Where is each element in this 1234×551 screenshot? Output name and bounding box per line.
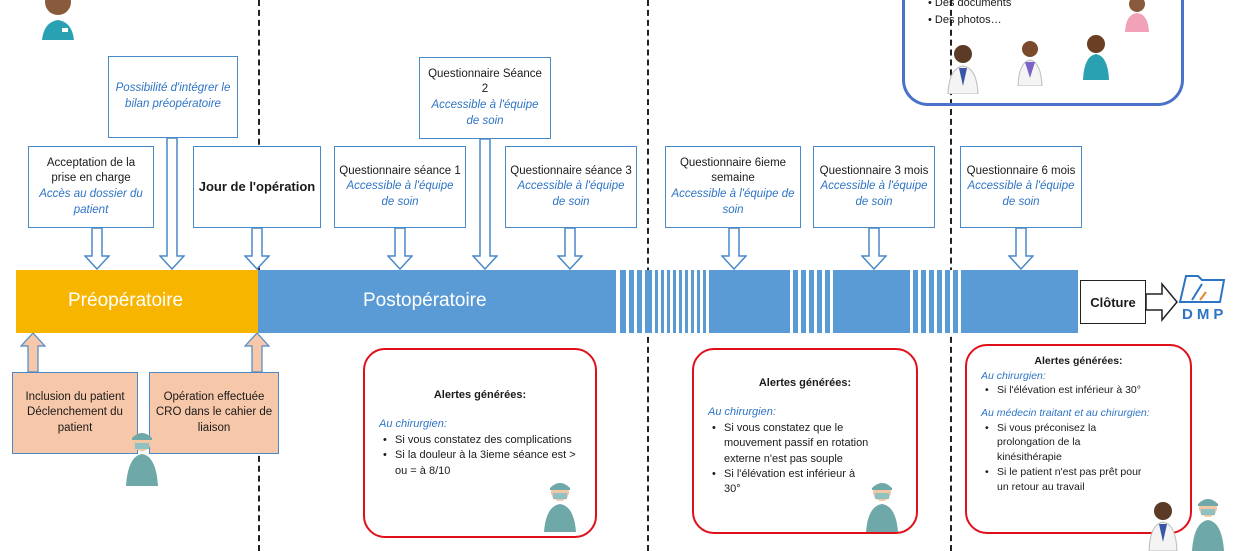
down-arrow-icon <box>721 228 747 270</box>
document-sharing-panel <box>902 0 1184 106</box>
milestone-box-month-6: Questionnaire 6 mois Accessible à l'équi… <box>960 146 1082 228</box>
surgeon-icon <box>544 483 576 532</box>
cloture-box: Clôture <box>1080 280 1146 324</box>
alerts-recipient: Au chirurgien: <box>981 369 1046 382</box>
up-arrow-icon <box>244 333 270 373</box>
milestone-box-week-6: Questionnaire 6ieme semaine Accessible à… <box>665 146 801 228</box>
surgeon-icon <box>866 483 898 532</box>
alerts-recipient: Au chirurgien: <box>708 406 776 419</box>
alert-item: Si vous préconisez la prolongation de la… <box>985 421 1142 465</box>
alert-item: Si vous constatez que le mouvement passi… <box>712 421 872 467</box>
milestone-box-acceptance: Acceptation de la prise en charge Accès … <box>28 146 154 228</box>
down-arrow-icon <box>1008 228 1034 270</box>
alerts-panel-week6: Alertes générées: Au chirurgien: Si vous… <box>692 348 918 534</box>
alert-item: Si vous constatez des complications <box>383 433 581 449</box>
dmp-label: DMP <box>1182 306 1228 323</box>
alerts-panel-month6: Alertes générées: Au chirurgien: Si l'él… <box>965 344 1192 534</box>
milestone-box-session-1: Questionnaire séance 1 Accessible à l'éq… <box>334 146 466 228</box>
milestone-box-bilan: Possibilité d'intégrer le bilan préopéra… <box>108 56 238 138</box>
milestone-subtitle: Accessible à l'équipe de soin <box>346 180 454 208</box>
timeline-break-stripes <box>616 270 961 333</box>
milestone-title: Questionnaire 6ieme semaine <box>679 156 787 185</box>
doctor-icon <box>947 45 979 94</box>
list-item: • Des photos… <box>928 13 1002 26</box>
list-item: • Des documents <box>928 0 1012 9</box>
dmp-folder-icon <box>1178 275 1226 303</box>
milestone-title: Questionnaire séance 3 <box>510 164 632 177</box>
milestone-subtitle: Accessible à l'équipe de soin <box>517 180 625 208</box>
milestone-box-session-3: Questionnaire séance 3 Accessible à l'éq… <box>505 146 637 228</box>
alerts-heading: Alertes générées: <box>433 389 527 401</box>
down-arrow-icon <box>84 228 110 270</box>
postop-phase-label: Postopératoire <box>363 290 487 311</box>
nurse-icon <box>1083 35 1109 80</box>
down-arrow-icon <box>159 138 185 270</box>
operation-done-box: Opération effectuée CRO dans le cahier d… <box>149 372 279 454</box>
down-arrow-icon <box>861 228 887 270</box>
doctor-icon <box>1017 41 1043 86</box>
right-arrow-icon <box>1146 282 1178 322</box>
milestone-box-session-2: Questionnaire Séance 2 Accessible à l'éq… <box>419 57 551 139</box>
milestone-subtitle: Accès au dossier du patient <box>39 188 143 216</box>
surgeon-icon <box>1192 499 1224 551</box>
alerts-recipient: Au médecin traitant et au chirurgien: <box>981 407 1150 420</box>
down-arrow-icon <box>472 139 498 270</box>
cloture-label: Clôture <box>1090 294 1136 310</box>
milestone-subtitle: Accessible à l'équipe de soin <box>820 180 928 208</box>
surgeon-icon <box>126 433 158 486</box>
operation-done-text: Opération effectuée CRO dans le cahier d… <box>155 390 273 434</box>
postop-phase-bar <box>258 270 1078 333</box>
up-arrow-icon <box>20 333 46 373</box>
milestone-title: Acceptation de la prise en charge <box>46 156 136 185</box>
milestone-title: Questionnaire Séance 2 <box>428 67 542 96</box>
alert-item: Si l'élévation est inférieur à 30° <box>712 467 872 498</box>
doctor-icon <box>1148 502 1178 551</box>
alerts-heading: Alertes générées: <box>758 377 852 389</box>
milestone-subtitle: Possibilité d'intégrer le bilan préopéra… <box>115 82 231 110</box>
preop-phase-label: Préopératoire <box>68 290 184 311</box>
milestone-title: Questionnaire séance 1 <box>339 164 461 177</box>
nurse-icon <box>1125 0 1149 32</box>
alerts-recipient: Au chirurgien: <box>379 418 447 431</box>
milestone-title: Questionnaire 6 mois <box>966 164 1076 177</box>
milestone-subtitle: Accessible à l'équipe de soin <box>671 188 795 216</box>
inclusion-box: Inclusion du patient Déclenchement du pa… <box>12 372 138 454</box>
milestone-title: Jour de l'opération <box>198 179 316 195</box>
alert-item: Si le patient n'est pas prêt pour un ret… <box>985 465 1142 494</box>
patient-avatar-icon <box>42 0 74 40</box>
down-arrow-icon <box>387 228 413 270</box>
preop-phase-bar <box>16 270 258 333</box>
shared-items-list: • Des documents • Des photos… <box>928 0 1011 28</box>
milestone-box-month-3: Questionnaire 3 mois Accessible à l'équi… <box>813 146 935 228</box>
down-arrow-icon <box>244 228 270 270</box>
milestone-title: Questionnaire 3 mois <box>819 164 929 177</box>
milestone-subtitle: Accessible à l'équipe de soin <box>431 99 539 127</box>
inclusion-text: Inclusion du patient Déclenchement du pa… <box>25 390 125 434</box>
alerts-heading: Alertes générées: <box>1034 355 1123 367</box>
down-arrow-icon <box>557 228 583 270</box>
alert-item: Si la douleur à la 3ieme séance est > ou… <box>383 448 581 479</box>
milestone-subtitle: Accessible à l'équipe de soin <box>967 180 1075 208</box>
milestone-box-operation-day: Jour de l'opération <box>193 146 321 228</box>
alert-item: Si l'élévation est inférieur à 30° <box>985 383 1176 398</box>
